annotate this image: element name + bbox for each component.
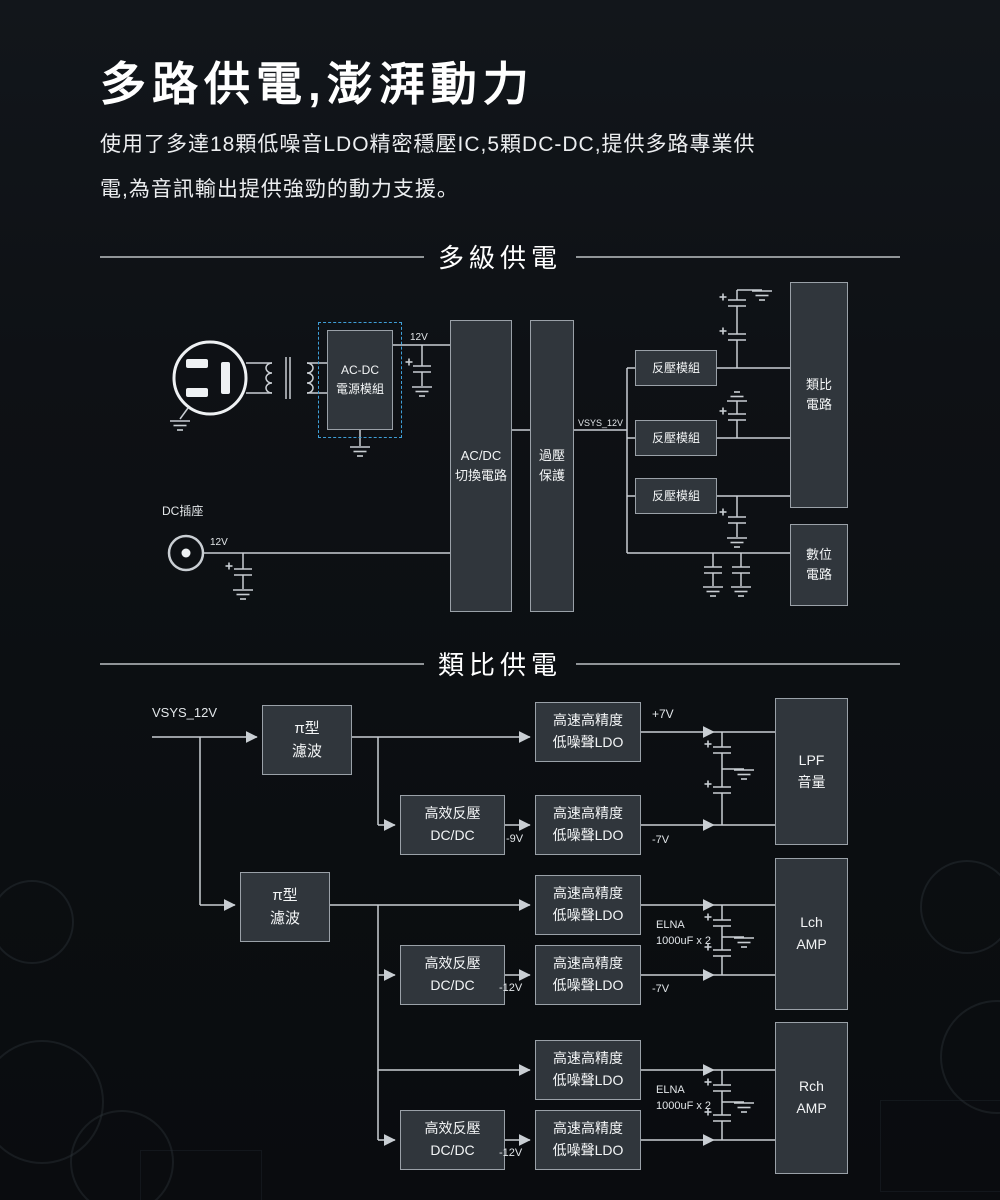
block-ldo-4: 高速高精度 低噪聲LDO <box>535 945 641 1005</box>
label-12v-top: 12V <box>410 332 428 343</box>
block-ldo-1: 高速高精度 低噪聲LDO <box>535 702 641 762</box>
transformer-icon <box>265 357 314 399</box>
page-title: 多路供電,澎湃動力 <box>100 58 535 110</box>
block-acdc-module: AC-DC 電源模組 <box>327 330 393 430</box>
block-digital-circuit: 數位 電路 <box>790 524 848 606</box>
diagram1-wires <box>179 289 790 589</box>
label-vsys-12v: VSYS_12V <box>578 418 624 428</box>
block-dcdc-2: 高效反壓 DC/DC <box>400 945 505 1005</box>
block-ldo-5: 高速高精度 低噪聲LDO <box>535 1040 641 1100</box>
label-dc-jack: DC插座 <box>162 504 204 518</box>
label-minus12v-2: -12V <box>499 1147 523 1159</box>
diagram2-wires <box>152 726 775 1146</box>
label-plus7v: +7V <box>652 707 674 721</box>
diagram2-symbols <box>703 739 755 1122</box>
block-acdc-switcher: AC/DC 切換電路 <box>450 320 512 612</box>
block-lch-amp: Lch AMP <box>775 858 848 1010</box>
block-rch-amp: Rch AMP <box>775 1022 848 1174</box>
page-subtitle: 使用了多達18顆低噪音LDO精密穩壓IC,5顆DC-DC,提供多路專業供 電,為… <box>100 133 756 202</box>
block-dcdc-1: 高效反壓 DC/DC <box>400 795 505 855</box>
block-pi-filter-1: π型 濾波 <box>262 705 352 775</box>
label-12v-bottom: 12V <box>210 537 228 548</box>
acdc-module-highlight <box>318 322 402 438</box>
block-ldo-3: 高速高精度 低噪聲LDO <box>535 875 641 935</box>
block-inverter-3: 反壓模組 <box>635 478 717 514</box>
label-elna-1: ELNA 1000uF x 2 <box>656 919 712 947</box>
block-lpf-volume: LPF 音量 <box>775 698 848 845</box>
label-elna-2: ELNA 1000uF x 2 <box>656 1084 712 1112</box>
section-title-multistage: 多級供電 <box>437 243 562 273</box>
block-ldo-2: 高速高精度 低噪聲LDO <box>535 795 641 855</box>
dc-jack-icon <box>167 534 205 572</box>
block-inverter-2: 反壓模組 <box>635 420 717 456</box>
block-ldo-6: 高速高精度 低噪聲LDO <box>535 1110 641 1170</box>
label-minus7v-2: -7V <box>652 983 670 995</box>
label-minus12v-1: -12V <box>499 982 523 994</box>
section-title-analog: 類比供電 <box>437 650 562 680</box>
label-minus7v-1: -7V <box>652 834 670 846</box>
block-overvoltage-protection: 過壓 保護 <box>530 320 574 612</box>
block-inverter-1: 反壓模組 <box>635 350 717 386</box>
block-analog-circuit: 類比 電路 <box>790 282 848 508</box>
label-vsys-12v-analog: VSYS_12V <box>152 705 218 720</box>
section-divider-lines <box>100 256 900 665</box>
block-dcdc-3: 高效反壓 DC/DC <box>400 1110 505 1170</box>
block-pi-filter-2: π型 濾波 <box>240 872 330 942</box>
ac-plug-icon <box>172 340 248 416</box>
label-minus9v: -9V <box>506 833 524 845</box>
